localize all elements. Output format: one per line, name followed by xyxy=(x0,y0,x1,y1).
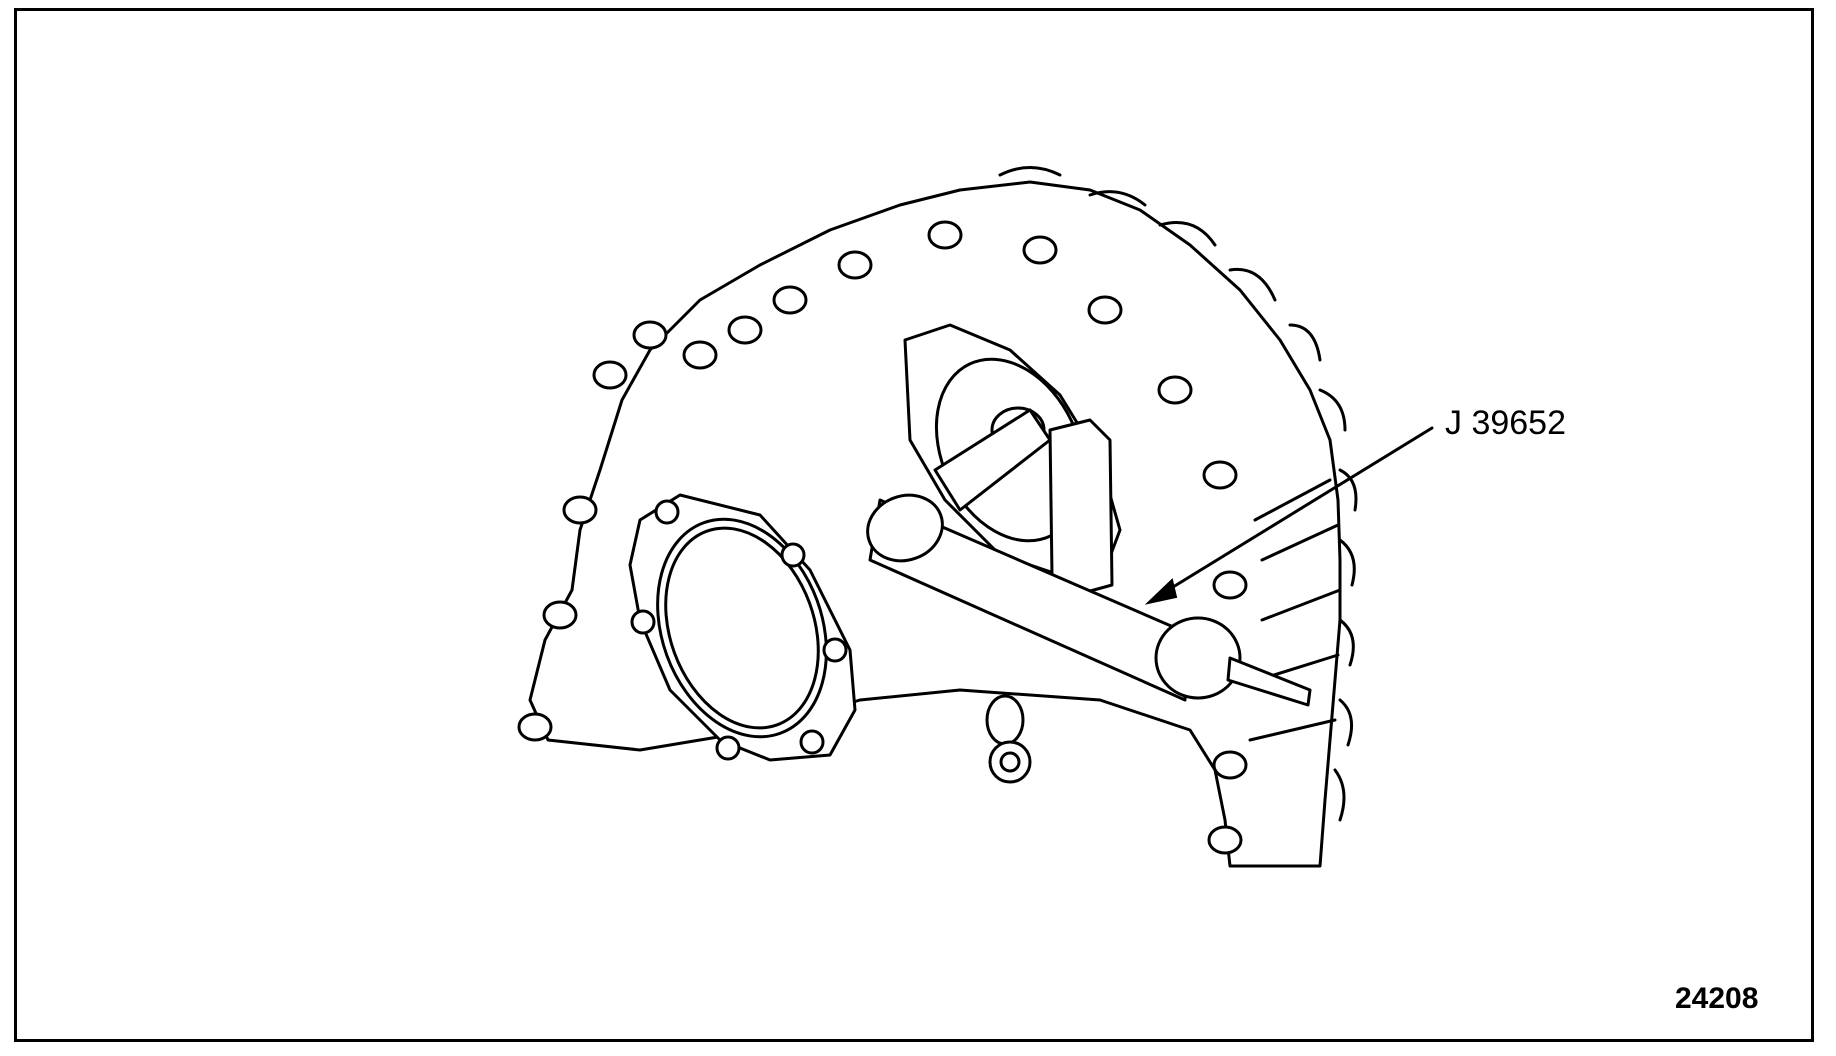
rim-lobes xyxy=(998,166,1358,822)
rim-bolt-bosses xyxy=(517,220,1248,855)
dowel-pins xyxy=(985,694,1032,784)
figure-number: 24208 xyxy=(1675,982,1759,1015)
callout-label: J 39652 xyxy=(1445,404,1566,442)
gasket-opening xyxy=(628,493,857,762)
callout-leader xyxy=(1144,426,1434,605)
holding-tool xyxy=(866,408,1312,707)
